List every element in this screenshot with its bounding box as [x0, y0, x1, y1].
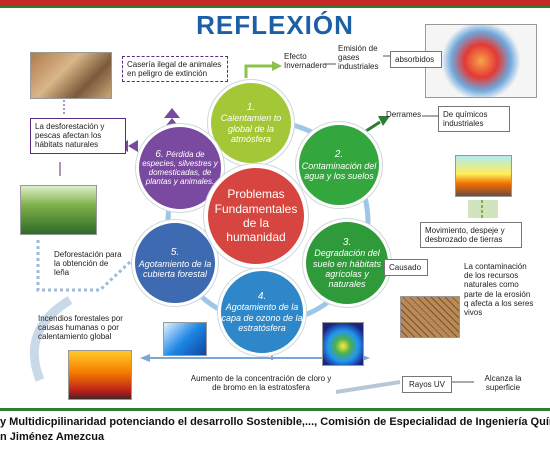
problem-label-5: Agotamiento de la cubierta forestal: [138, 258, 212, 279]
label-incendios: Incendios forestales por causas humanas …: [38, 314, 123, 342]
label-derrames: Derrames: [386, 110, 422, 119]
problem-num-1: 1.: [246, 102, 256, 114]
label-emision: Emisión de gases industriales: [338, 44, 379, 72]
cracked-soil-image: [400, 296, 460, 338]
problem-label-3: Degradación del suelo en hábitats agríco…: [312, 248, 382, 289]
label-desforestacion-pescas: La desforestación y pescas afectan los h…: [30, 118, 126, 154]
arrow-rayos: [335, 380, 401, 394]
label-caseria: Casería ilegal de animales en peligro de…: [122, 56, 228, 83]
problem-label-4: Agotamiento de la capa de ozono de la es…: [221, 302, 303, 333]
movimiento-arrow-bg: [468, 200, 498, 218]
problem-circle-5: 5.Agotamiento de la cubierta forestal: [132, 220, 218, 306]
arrow-to-incendios: [29, 296, 73, 382]
up-chevron-1: [164, 108, 180, 118]
problem-num-3: 3.: [342, 237, 352, 249]
top-accent-line: [0, 6, 550, 8]
label-causado: Causado: [384, 259, 428, 277]
footer-line: [0, 408, 550, 411]
label-deforestacion-lena: Deforestación para la obtención de leña: [54, 250, 122, 278]
center-circle: Problemas Fundamentales de la humanidad: [204, 164, 308, 268]
arrow-aumento-left-head: [140, 354, 150, 362]
problem-circle-2: 2.Contaminación del agua y los suelos: [296, 122, 382, 208]
label-rayos: Rayos UV: [402, 376, 452, 394]
label-absorbidos: absorbidos: [390, 51, 442, 69]
footer-area: [0, 408, 550, 450]
ozone-map-image: [322, 322, 364, 366]
forest-image: [20, 185, 97, 235]
center-label: Problemas Fundamentales de la humanidad: [214, 187, 298, 245]
problem-circle-4: 4.Agotamiento de la capa de ozono de la …: [218, 268, 306, 356]
left-chevron-2: [128, 140, 138, 152]
chemicals-image: [455, 155, 512, 197]
arrow-to-efecto-head: [272, 61, 282, 71]
problem-label-2: Contaminación del agua y los suelos: [301, 160, 377, 181]
label-efecto: Efecto Invernadero: [284, 52, 327, 71]
arrow-to-deforestacion: [36, 240, 132, 292]
problem-num-6: 6.: [155, 148, 164, 160]
problem-label-1: Calentamien to global de la atmósfera: [220, 113, 282, 144]
top-accent-bar: [0, 0, 550, 6]
fire-image: [68, 350, 132, 400]
arrow-to-efecto: [244, 64, 272, 78]
footer-line-2: n Jiménez Amezcua: [0, 430, 105, 443]
label-quimicos: De químicos industriales: [438, 106, 510, 133]
solar-image: [163, 322, 207, 356]
footer-line-1: y Multidicpilinaridad potenciando el des…: [0, 416, 550, 428]
footer-text: y Multidicpilinaridad potenciando el des…: [0, 415, 550, 445]
page-title: REFLEXIÓN: [196, 10, 354, 40]
problem-num-2: 2.: [334, 149, 344, 161]
problem-circle-3: 3.Degradación del suelo en hábitats agrí…: [303, 219, 391, 307]
problem-label-6: Pérdida de especies, silvestres y domest…: [142, 149, 218, 187]
label-alcanza: Alcanza la superficie: [484, 374, 522, 393]
greenhouse-image: [425, 24, 537, 98]
arrow-to-derrames-head: [378, 116, 390, 126]
problem-num-5: 5.: [170, 247, 180, 259]
label-movimiento: Movimiento, despeje y desbrozado de tier…: [420, 222, 522, 249]
label-contaminacion-recursos: La contaminación de los recursos natural…: [464, 262, 534, 317]
label-aumento: Aumento de la concentración de cloro y d…: [190, 374, 332, 393]
problem-circle-1: 1.Calentamien to global de la atmósfera: [208, 80, 294, 166]
problem-num-4: 4.: [257, 291, 267, 303]
animals-image: [30, 52, 112, 99]
